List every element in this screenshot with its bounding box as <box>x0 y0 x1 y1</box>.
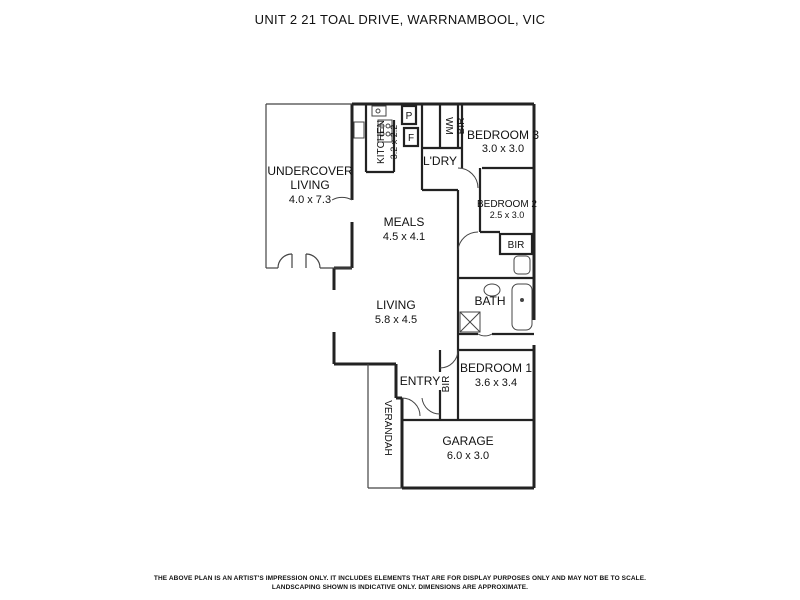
bedroom1-label: BEDROOM 1 <box>460 361 532 375</box>
fridge-label: F <box>408 133 414 144</box>
kitchen-dims: 3.2 x 2.2 <box>389 125 399 160</box>
living-dims: 5.8 x 4.5 <box>375 314 417 326</box>
fixtures <box>353 105 533 333</box>
bedroom1-bir-label: BIR <box>441 376 452 393</box>
living-label: LIVING <box>376 298 415 312</box>
page-title: UNIT 2 21 TOAL DRIVE, WARRNAMBOOL, VIC <box>254 12 546 27</box>
bath-label: BATH <box>474 294 505 308</box>
bedroom2-dims: 2.5 x 3.0 <box>490 210 525 220</box>
bedroom2-label: BEDROOM 2 <box>477 199 537 210</box>
verandah-outline <box>367 364 402 489</box>
disclaimer-line-1: THE ABOVE PLAN IS AN ARTIST'S IMPRESSION… <box>153 575 647 582</box>
wm-label: WM <box>443 117 454 135</box>
bedroom3-bir-label: BIR <box>456 118 467 135</box>
undercover-outline <box>265 103 352 269</box>
kitchen-label: KITCHEN <box>376 120 387 164</box>
bedroom1-dims: 3.6 x 3.4 <box>475 377 517 389</box>
bedroom3-label: BEDROOM 3 <box>467 128 539 142</box>
entry-label: ENTRY <box>400 374 440 388</box>
undercover-label-line2: LIVING <box>290 178 329 192</box>
meals-dims: 4.5 x 4.1 <box>383 231 425 243</box>
laundry-label: L'DRY <box>423 154 457 168</box>
garage-label: GARAGE <box>442 434 493 448</box>
verandah-label: VERANDAH <box>382 400 393 456</box>
pantry-label: P <box>406 111 413 122</box>
meals-label: MEALS <box>384 215 425 229</box>
door-swings <box>331 167 493 417</box>
bedroom2-bir-label: BIR <box>508 240 525 251</box>
garage-dims: 6.0 x 3.0 <box>447 450 489 462</box>
bedroom3-dims: 3.0 x 3.0 <box>482 143 524 155</box>
undercover-dims: 4.0 x 7.3 <box>289 194 331 206</box>
exterior-walls <box>332 102 536 490</box>
disclaimer-line-2: LANDSCAPING SHOWN IS INDICATIVE ONLY. DI… <box>271 584 529 591</box>
undercover-label: UNDERCOVER <box>267 164 353 178</box>
